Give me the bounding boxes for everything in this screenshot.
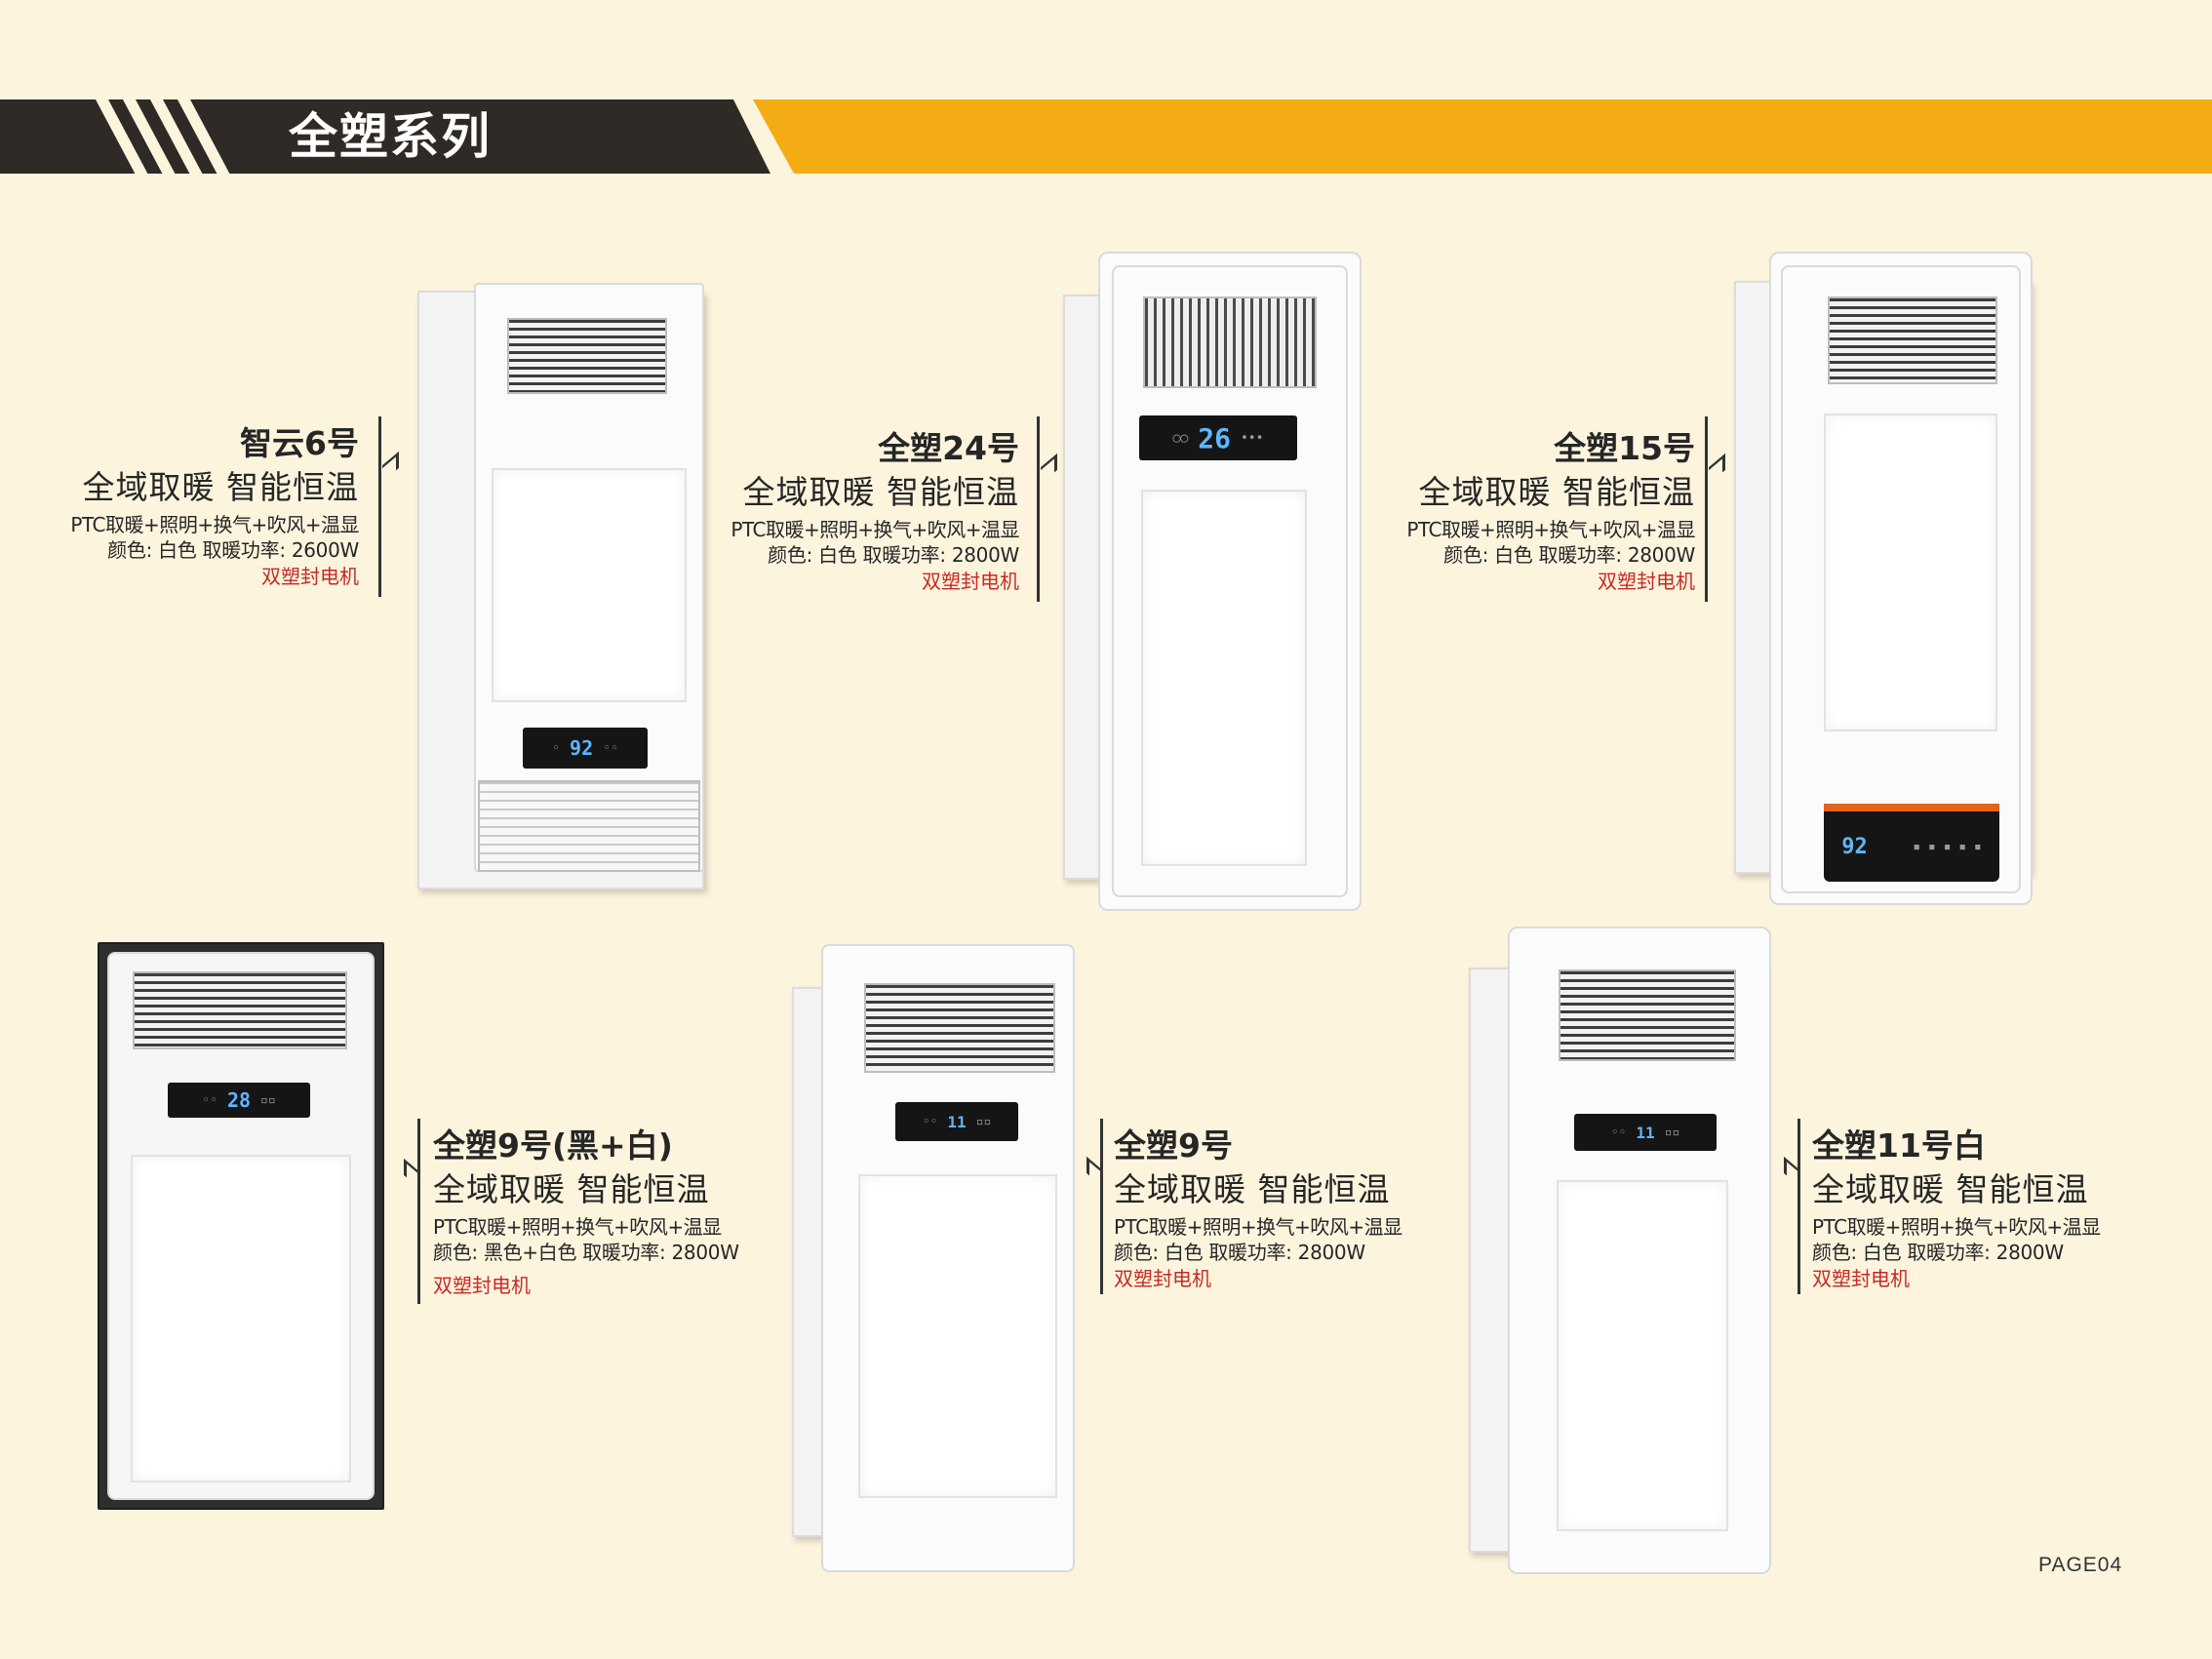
bracket-notch bbox=[1709, 453, 1725, 485]
product-spec: 颜色: 白色 取暖功率: 2800W bbox=[1812, 1241, 2064, 1264]
product-spec: 颜色: 白色 取暖功率: 2800W bbox=[1114, 1241, 1365, 1264]
product-name: 智云6号 bbox=[240, 424, 359, 462]
product-image-quansu15: 92▪ ▪ ▪ ▪ ▪ bbox=[1734, 252, 2036, 907]
bracket-line bbox=[378, 416, 381, 597]
product-spec: 颜色: 白色 取暖功率: 2600W bbox=[107, 538, 359, 562]
page-number: PAGE04 bbox=[2038, 1554, 2123, 1576]
product-motor: 双塑封电机 bbox=[1114, 1267, 1211, 1290]
product-features: PTC取暖+照明+换气+吹风+温显 bbox=[433, 1215, 722, 1239]
bracket-line bbox=[1797, 1119, 1800, 1294]
product-motor: 双塑封电机 bbox=[1812, 1267, 1910, 1290]
product-slogan: 全域取暖 智能恒温 bbox=[742, 473, 1019, 511]
product-name: 全塑11号白 bbox=[1812, 1126, 1986, 1165]
product-motor: 双塑封电机 bbox=[1598, 570, 1695, 593]
product-name: 全塑15号 bbox=[1554, 429, 1695, 467]
product-image-quansu9: ◦◦11▫▫ bbox=[792, 944, 1075, 1572]
product-info-quansu15: 全塑15号 全域取暖 智能恒温 PTC取暖+照明+换气+吹风+温显 颜色: 白色… bbox=[1375, 432, 1695, 591]
product-name: 全塑24号 bbox=[878, 429, 1019, 467]
bracket-line bbox=[1037, 416, 1040, 602]
product-spec: 颜色: 白色 取暖功率: 2800W bbox=[768, 543, 1019, 567]
product-slogan: 全域取暖 智能恒温 bbox=[1812, 1170, 2089, 1208]
product-motor: 双塑封电机 bbox=[433, 1274, 531, 1297]
product-slogan: 全域取暖 智能恒温 bbox=[433, 1170, 710, 1208]
product-info-quansu9: 全塑9号 全域取暖 智能恒温 PTC取暖+照明+换气+吹风+温显 颜色: 白色 … bbox=[1114, 1129, 1475, 1288]
product-features: PTC取暖+照明+换气+吹风+温显 bbox=[1114, 1215, 1402, 1239]
bracket-line bbox=[417, 1119, 420, 1304]
product-spec: 颜色: 白色 取暖功率: 2800W bbox=[1443, 543, 1695, 567]
header-band-gold bbox=[753, 99, 2212, 174]
bracket-line bbox=[1100, 1119, 1103, 1294]
product-image-zhiyun6: ◦92◦◦ bbox=[417, 273, 706, 897]
series-title: 全塑系列 bbox=[289, 108, 492, 165]
product-slogan: 全域取暖 智能恒温 bbox=[1114, 1170, 1391, 1208]
product-spec: 颜色: 黑色+白色 取暖功率: 2800W bbox=[433, 1241, 739, 1264]
product-motor: 双塑封电机 bbox=[261, 565, 359, 588]
product-info-zhiyun6: 智云6号 全域取暖 智能恒温 PTC取暖+照明+换气+吹风+温显 颜色: 白色 … bbox=[39, 427, 359, 586]
product-info-quansu24: 全塑24号 全域取暖 智能恒温 PTC取暖+照明+换气+吹风+温显 颜色: 白色… bbox=[700, 432, 1019, 591]
product-name: 全塑9号 bbox=[1114, 1126, 1233, 1165]
product-features: PTC取暖+照明+换气+吹风+温显 bbox=[731, 518, 1019, 541]
product-image-quansu11: ◦◦11▫▫ bbox=[1469, 927, 1771, 1574]
bracket-notch bbox=[382, 451, 399, 483]
product-image-quansu24: ◯◯26••• bbox=[1063, 252, 1365, 911]
product-image-quansu9-black: ◦◦28▫▫ bbox=[98, 942, 384, 1510]
bracket-notch bbox=[1041, 453, 1057, 485]
product-features: PTC取暖+照明+换气+吹风+温显 bbox=[1406, 518, 1695, 541]
product-motor: 双塑封电机 bbox=[922, 570, 1019, 593]
product-slogan: 全域取暖 智能恒温 bbox=[82, 468, 359, 506]
product-info-quansu9-black: 全塑9号(黑+白) 全域取暖 智能恒温 PTC取暖+照明+换气+吹风+温显 颜色… bbox=[433, 1129, 794, 1295]
bracket-line bbox=[1705, 416, 1708, 602]
product-features: PTC取暖+照明+换气+吹风+温显 bbox=[70, 513, 359, 536]
product-features: PTC取暖+照明+换气+吹风+温显 bbox=[1812, 1215, 2101, 1239]
product-name: 全塑9号(黑+白) bbox=[433, 1126, 673, 1165]
product-info-quansu11: 全塑11号白 全域取暖 智能恒温 PTC取暖+照明+换气+吹风+温显 颜色: 白… bbox=[1812, 1129, 2183, 1288]
product-slogan: 全域取暖 智能恒温 bbox=[1418, 473, 1695, 511]
